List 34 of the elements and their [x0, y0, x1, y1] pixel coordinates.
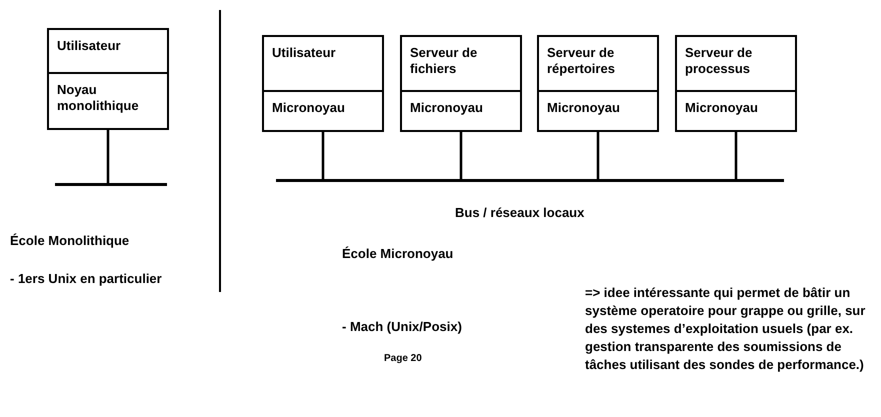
bus-bar: [55, 183, 167, 186]
node-text: Micronoyau: [547, 100, 621, 116]
connector-line: [460, 132, 462, 179]
compartment-box: [47, 72, 169, 130]
compartment-box: [400, 90, 522, 132]
node-text: Utilisateur: [57, 38, 122, 54]
note-text: => idee intéressante qui permet de bâtir un système operatoire pour grappe ou grille, sur des systemes d’exploitation usuels (par ex. gestion transparente des soumissions de tâches utilisant des sondes de performance.): [585, 284, 866, 374]
node-text: Serveur de fichiers: [410, 45, 478, 77]
compartment-box: [675, 90, 797, 132]
note-text: - Mach (Unix/Posix): [342, 318, 463, 336]
node-text: Serveur de processus: [685, 45, 754, 77]
compartment-box: [262, 35, 384, 92]
bus-bar: [276, 179, 784, 182]
compartment-box: [262, 90, 384, 132]
node-text: Micronoyau: [410, 100, 484, 116]
note-text: École Monolithique: [10, 232, 130, 250]
connector-line: [322, 132, 324, 179]
connector-line: [106, 130, 110, 183]
compartment-box: [47, 28, 169, 74]
compartment-box: [537, 35, 659, 92]
connector-line: [734, 132, 738, 179]
compartment-box: [537, 90, 659, 132]
node-text: Serveur de répertoires: [547, 45, 616, 77]
note-text: École Micronoyau: [342, 245, 454, 263]
compartment-box: [400, 35, 522, 92]
node-text: Micronoyau: [685, 100, 759, 116]
compartment-box: [675, 35, 797, 92]
note-text: Bus / réseaux locaux: [455, 204, 586, 222]
page-number: Page 20: [384, 352, 423, 366]
connector-line: [596, 132, 600, 179]
node-text: Noyau monolithique: [57, 82, 140, 114]
node-text: Micronoyau: [272, 100, 346, 116]
node-text: Utilisateur: [272, 45, 337, 61]
note-text: - 1ers Unix en particulier: [10, 270, 163, 288]
